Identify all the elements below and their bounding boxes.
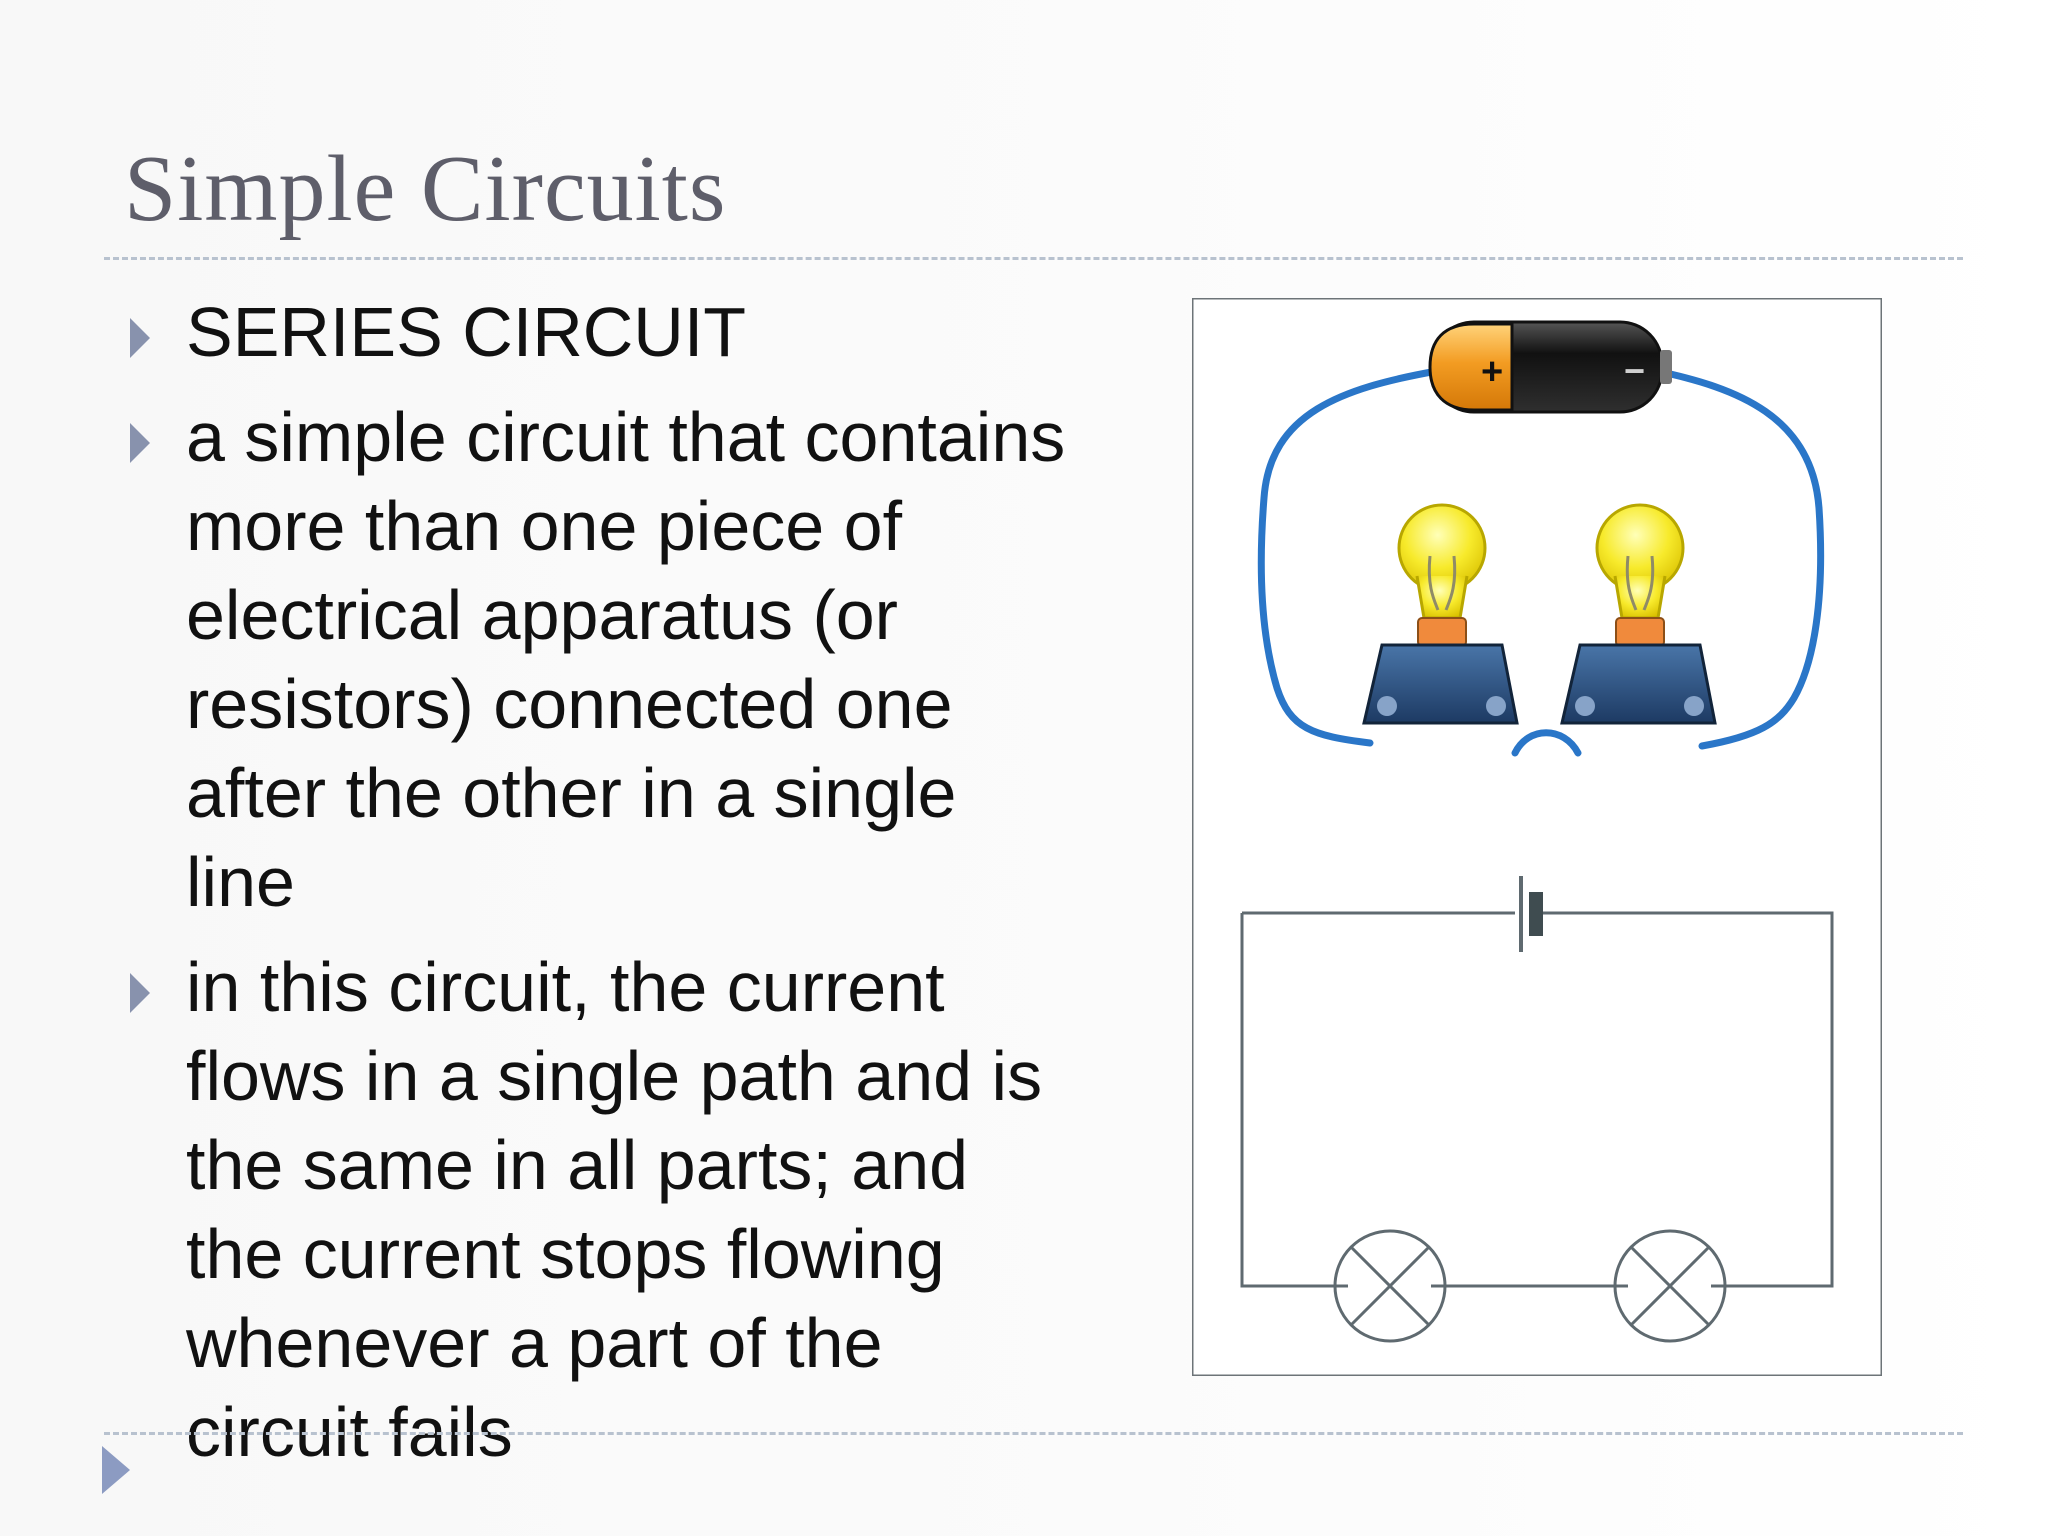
- light-bulb-icon: [1560, 503, 1717, 725]
- triangle-bullet-icon: [130, 423, 150, 463]
- diagram-frame: [1192, 298, 1882, 1376]
- lamp-symbol-icon: [1333, 1229, 1447, 1343]
- triangle-bullet-icon: [130, 973, 150, 1013]
- footer-divider: [104, 1432, 1963, 1435]
- light-bulb-icon: [1362, 503, 1519, 725]
- battery-positive-label: +: [1481, 351, 1503, 393]
- schematic-wire: [1240, 911, 1834, 1288]
- wire-right: [1653, 367, 1825, 750]
- bullet-item: in this circuit, the current flows in a …: [126, 943, 1146, 1477]
- wire-between-bulbs: [1511, 729, 1582, 757]
- series-circuit-diagram: + −: [1192, 298, 1882, 1376]
- bullet-list: SERIES CIRCUIT a simple circuit that con…: [126, 288, 1146, 1493]
- battery-icon: + −: [1428, 320, 1672, 414]
- triangle-bullet-icon: [130, 318, 150, 358]
- slide-corner-triangle-icon: [102, 1446, 130, 1494]
- bullet-item: SERIES CIRCUIT: [126, 288, 1146, 377]
- lamp-symbol-icon: [1613, 1229, 1727, 1343]
- slide-title: Simple Circuits: [124, 137, 727, 241]
- wire-left: [1257, 367, 1441, 747]
- bullet-text: in this circuit, the current flows in a …: [186, 948, 1043, 1471]
- battery-negative-label: −: [1624, 350, 1645, 391]
- bullet-text: SERIES CIRCUIT: [186, 293, 747, 371]
- series-circuit-schematic: [1240, 876, 1834, 1343]
- bullet-item: a simple circuit that contains more than…: [126, 393, 1146, 927]
- bullet-text: a simple circuit that contains more than…: [186, 398, 1066, 921]
- title-divider: [104, 257, 1963, 260]
